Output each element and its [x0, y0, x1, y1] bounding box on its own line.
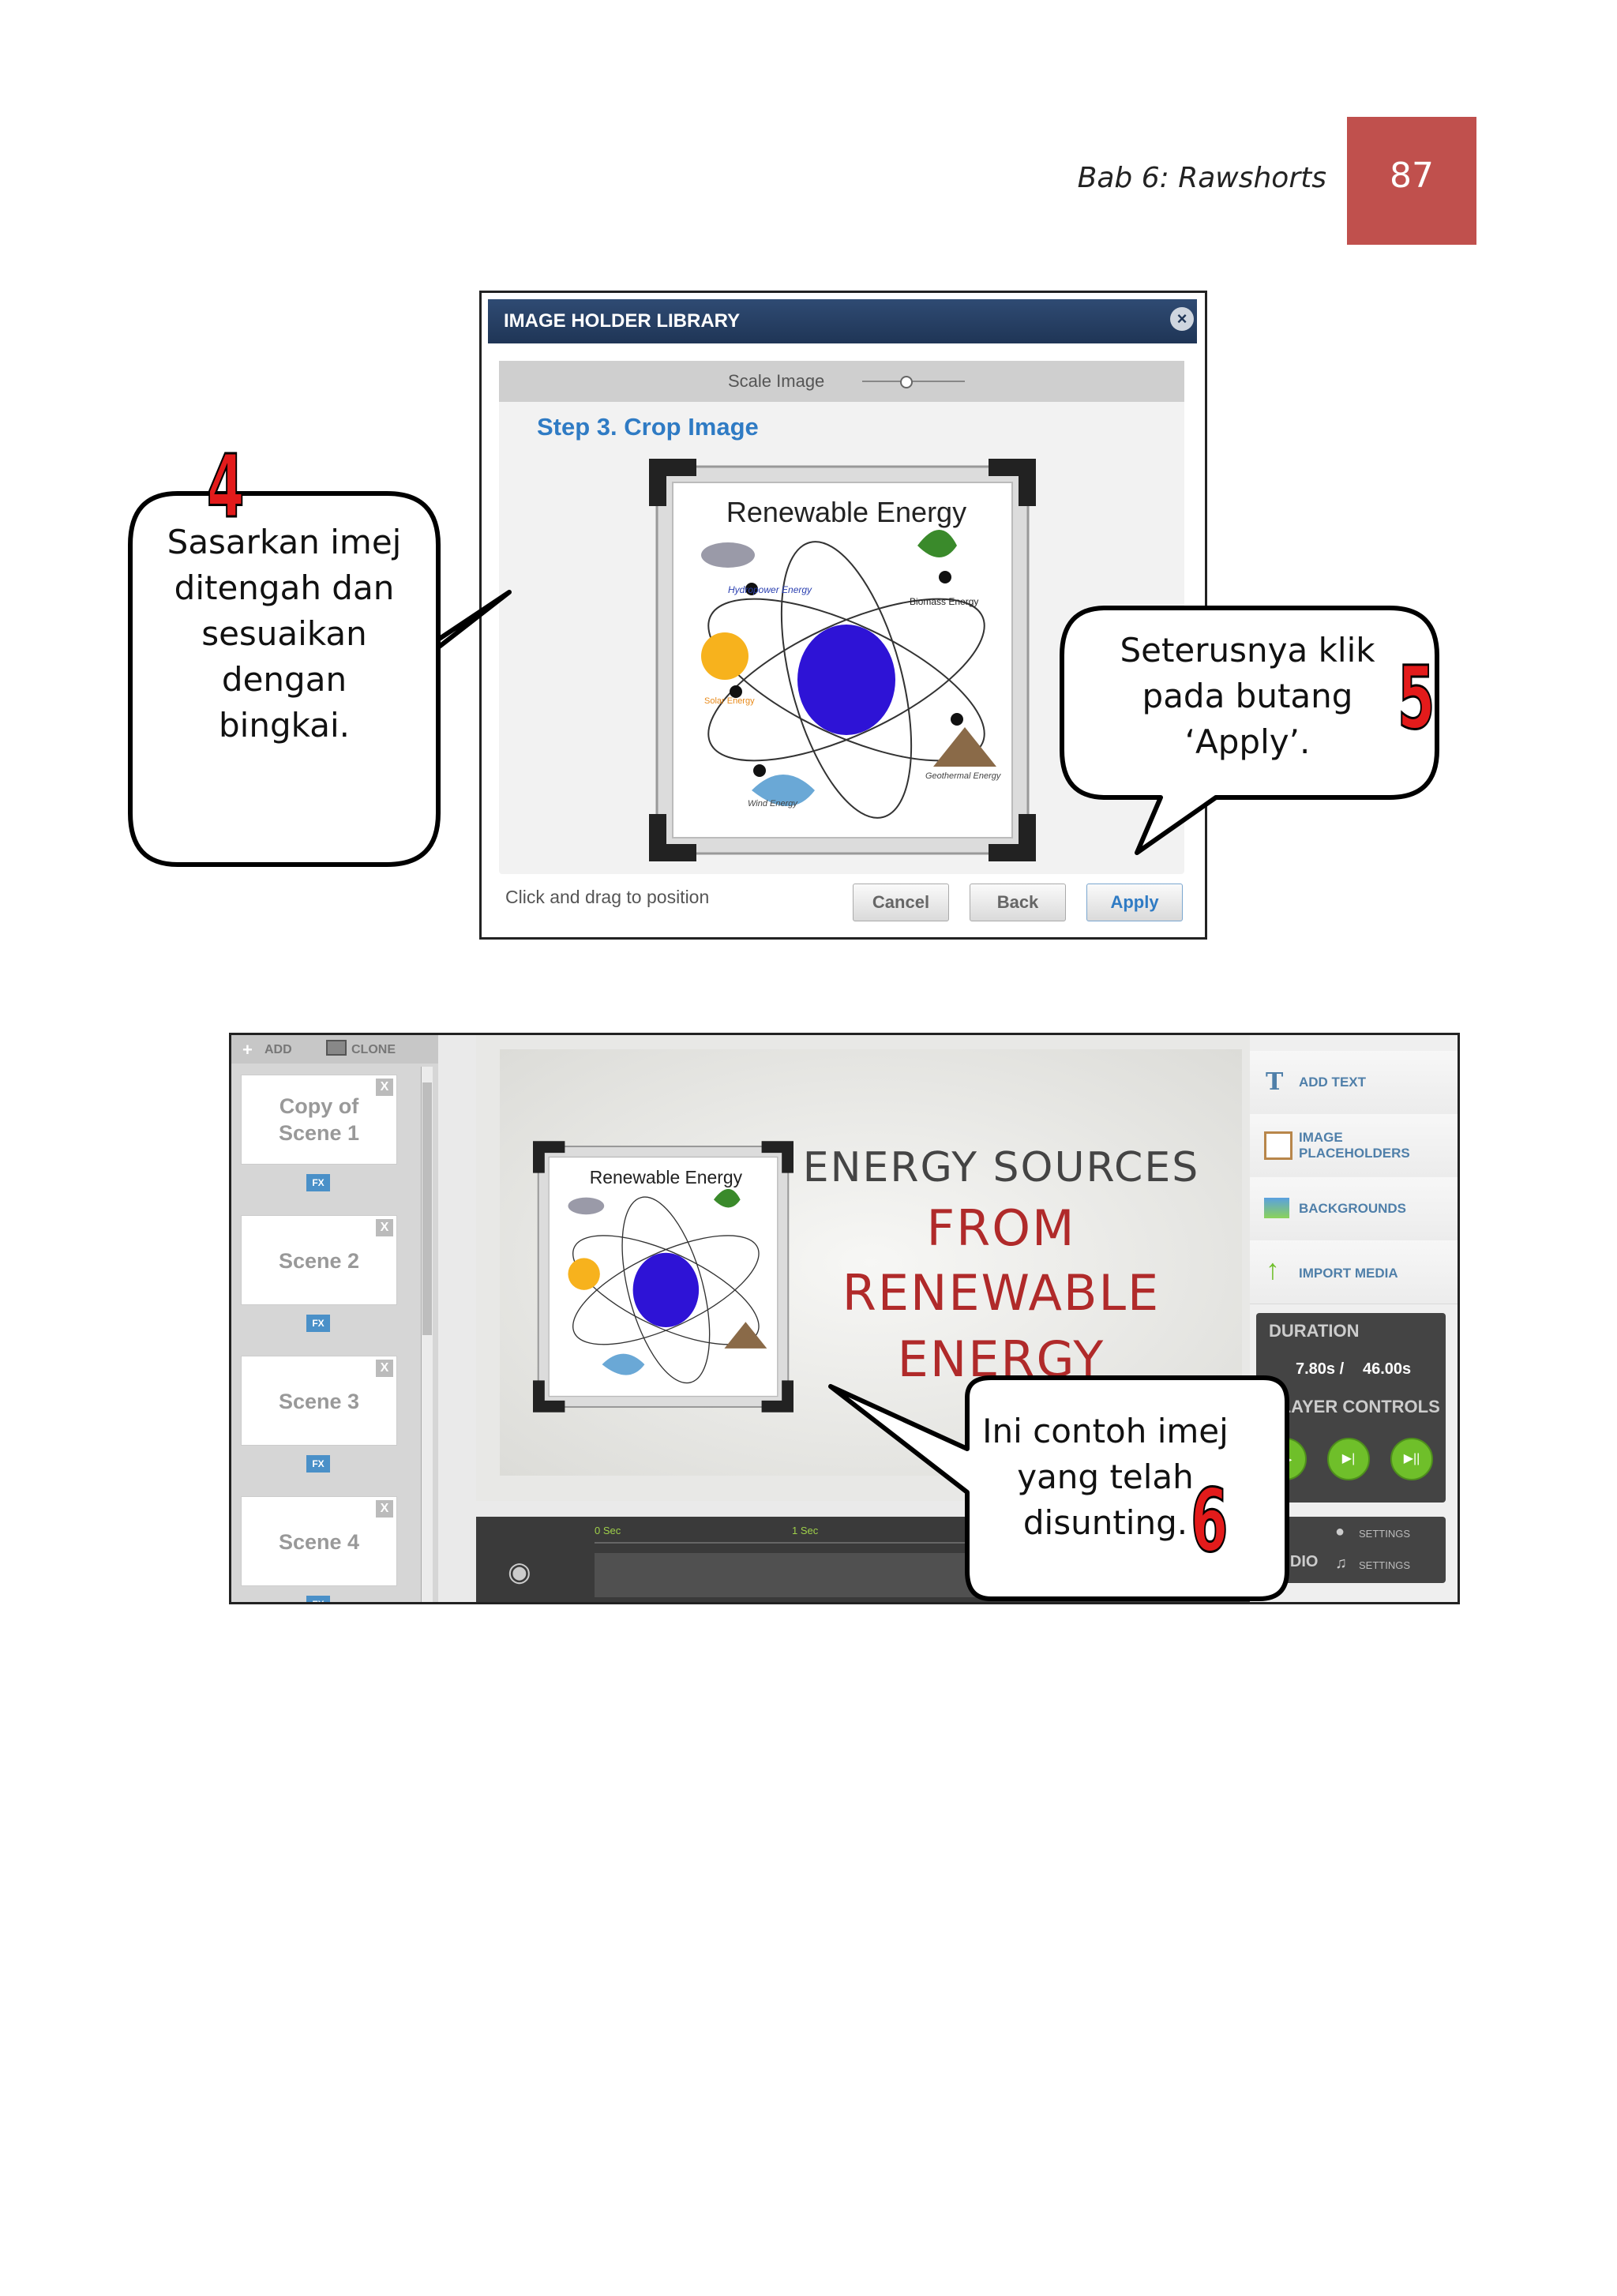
callout-5-line: pada butang	[1142, 677, 1353, 715]
music-settings-button[interactable]: SETTINGS	[1359, 1559, 1411, 1571]
scene-scrollbar[interactable]	[421, 1067, 433, 1602]
callout-5-line: Seterusnya klik	[1120, 631, 1375, 670]
label-hydropower: Hydropower Energy	[728, 584, 812, 595]
step-number-6: 6	[1190, 1469, 1229, 1573]
callout-5-line: ‘Apply’.	[1184, 722, 1311, 761]
step-button[interactable]: ▶|	[1327, 1438, 1370, 1480]
music-icon: ♫	[1335, 1555, 1347, 1572]
back-button[interactable]: Back	[970, 884, 1066, 921]
close-icon[interactable]: ×	[1170, 307, 1194, 331]
backgrounds-button[interactable]: BACKGROUNDS	[1250, 1177, 1458, 1241]
add-text-label: ADD TEXT	[1299, 1075, 1366, 1090]
fx-transition-button[interactable]: FX	[306, 1174, 330, 1191]
duration-value: 7.80s /	[1296, 1360, 1345, 1378]
callout-4-line: dengan	[221, 660, 347, 699]
scale-slider-track[interactable]	[862, 381, 965, 382]
backgrounds-label: BACKGROUNDS	[1299, 1201, 1406, 1216]
image-title: Renewable Energy	[726, 496, 966, 528]
scene-toolbar: + ADD CLONE	[231, 1035, 438, 1064]
callout-6-line: Ini contoh imej	[982, 1412, 1229, 1450]
page-number: 87	[1347, 117, 1476, 245]
delete-scene-icon[interactable]: X	[376, 1360, 393, 1377]
scene-thumbnail-3[interactable]: X Scene 3	[241, 1356, 397, 1446]
chapter-title: Bab 6: Rawshorts	[1077, 162, 1326, 194]
fx-transition-button[interactable]: FX	[306, 1596, 330, 1602]
scene-label: Scene 2	[278, 1249, 360, 1273]
timeline-ruler: 0 Sec 1 Sec	[595, 1525, 1226, 1548]
image-placeholders-label-2: PLACEHOLDERS	[1299, 1146, 1410, 1161]
image-placeholders-button[interactable]: IMAGE PLACEHOLDERS	[1250, 1114, 1458, 1178]
callout-4-line: Sasarkan imej	[167, 523, 402, 561]
delete-scene-icon[interactable]: X	[376, 1500, 393, 1518]
callout-4-line: bingkai.	[219, 706, 350, 745]
tick-label: 1 Sec	[792, 1525, 819, 1536]
label-wind: Wind Energy	[748, 799, 798, 808]
import-media-label: IMPORT MEDIA	[1299, 1266, 1398, 1281]
apply-button[interactable]: Apply	[1086, 884, 1183, 921]
callout-4-text: Sasarkan imej ditengah dan sesuaikan den…	[138, 520, 430, 748]
scene-thumbnail-1[interactable]: X Copy of Scene 1	[241, 1075, 397, 1165]
stage-title-line-2: FROM	[926, 1199, 1076, 1257]
step-number-4: 4	[206, 435, 245, 538]
callout-4-line: sesuaikan	[201, 614, 367, 653]
label-biomass: Biomass Energy	[910, 596, 978, 607]
label-solar: Solar Energy	[704, 696, 755, 706]
eye-icon[interactable]: ◉	[508, 1557, 531, 1587]
callout-5-text: Seterusnya klik pada butang ‘Apply’.	[1082, 628, 1413, 765]
rawshorts-editor: + ADD CLONE X Copy of Scene 1 FX X Scene…	[229, 1033, 1460, 1604]
delete-scene-icon[interactable]: X	[376, 1079, 393, 1096]
text-icon: T	[1266, 1068, 1284, 1096]
duration-label: DURATION	[1269, 1321, 1360, 1341]
background-icon	[1264, 1198, 1289, 1218]
callout-4-bubble	[128, 491, 512, 867]
scrollbar-thumb[interactable]	[422, 1082, 432, 1335]
stage-title-line-1: ENERGY SOURCES	[802, 1144, 1200, 1191]
fx-transition-button[interactable]: FX	[306, 1455, 330, 1473]
microphone-icon: ●	[1335, 1523, 1345, 1540]
scale-slider-handle[interactable]	[900, 376, 913, 388]
duration-total: 46.00s	[1363, 1360, 1412, 1378]
callout-5-bubble	[1060, 606, 1439, 855]
step-title: Step 3. Crop Image	[537, 413, 759, 441]
callout-6-bubble	[828, 1375, 1289, 1601]
dialog-body: Scale Image Step 3. Crop Image Renewable…	[499, 361, 1184, 874]
player-controls-label: PLAYER CONTROLS	[1269, 1397, 1440, 1416]
callout-6-line: yang telah	[1017, 1458, 1194, 1496]
voice-settings-button[interactable]: SETTINGS	[1359, 1528, 1411, 1540]
scene-label: Scene 3	[278, 1390, 360, 1413]
framed-energy-image[interactable]: Renewable Energy Hydropower Energy Bioma…	[649, 459, 1036, 861]
scale-image-label: Scale Image	[728, 371, 825, 391]
scale-image-bar: Scale Image	[499, 361, 1184, 402]
label-geothermal: Geothermal Energy	[925, 771, 1002, 781]
dialog-title: IMAGE HOLDER LIBRARY	[488, 299, 1197, 343]
step-number-5: 5	[1397, 647, 1435, 750]
callout-6-line: disunting.	[1022, 1503, 1188, 1542]
scene-panel: + ADD CLONE X Copy of Scene 1 FX X Scene…	[231, 1035, 438, 1602]
frame-icon	[1264, 1131, 1292, 1160]
callout-6-text: Ini contoh imej yang telah disunting.	[971, 1409, 1240, 1546]
add-text-button[interactable]: T ADD TEXT	[1250, 1051, 1458, 1115]
stage-title-line-3: RENEWABLE	[842, 1264, 1161, 1322]
scene-label: Scene 4	[278, 1530, 360, 1554]
drag-hint: Click and drag to position	[505, 887, 710, 907]
import-media-button[interactable]: ↑ IMPORT MEDIA	[1250, 1240, 1458, 1304]
scene-label: Copy of	[279, 1094, 359, 1118]
delete-scene-icon[interactable]: X	[376, 1219, 393, 1236]
stage-framed-image[interactable]: Renewable Energy	[533, 1141, 793, 1412]
play-pause-button[interactable]: ▶||	[1390, 1438, 1433, 1480]
scene-label: Scene 1	[278, 1121, 360, 1145]
scene-thumbnail-2[interactable]: X Scene 2	[241, 1215, 397, 1305]
stage-image-title: Renewable Energy	[590, 1167, 743, 1187]
image-placeholders-label-1: IMAGE	[1299, 1130, 1343, 1145]
callout-4-line: ditengah dan	[174, 568, 395, 607]
plus-icon: +	[242, 1040, 253, 1060]
add-scene-button[interactable]: ADD	[264, 1043, 292, 1056]
clone-scene-button[interactable]: CLONE	[351, 1043, 396, 1056]
scene-thumbnail-4[interactable]: X Scene 4	[241, 1496, 397, 1586]
fx-transition-button[interactable]: FX	[306, 1315, 330, 1332]
tick-label: 0 Sec	[595, 1525, 621, 1536]
upload-arrow-icon: ↑	[1266, 1253, 1280, 1285]
cancel-button[interactable]: Cancel	[853, 884, 949, 921]
clone-icon	[326, 1040, 347, 1056]
